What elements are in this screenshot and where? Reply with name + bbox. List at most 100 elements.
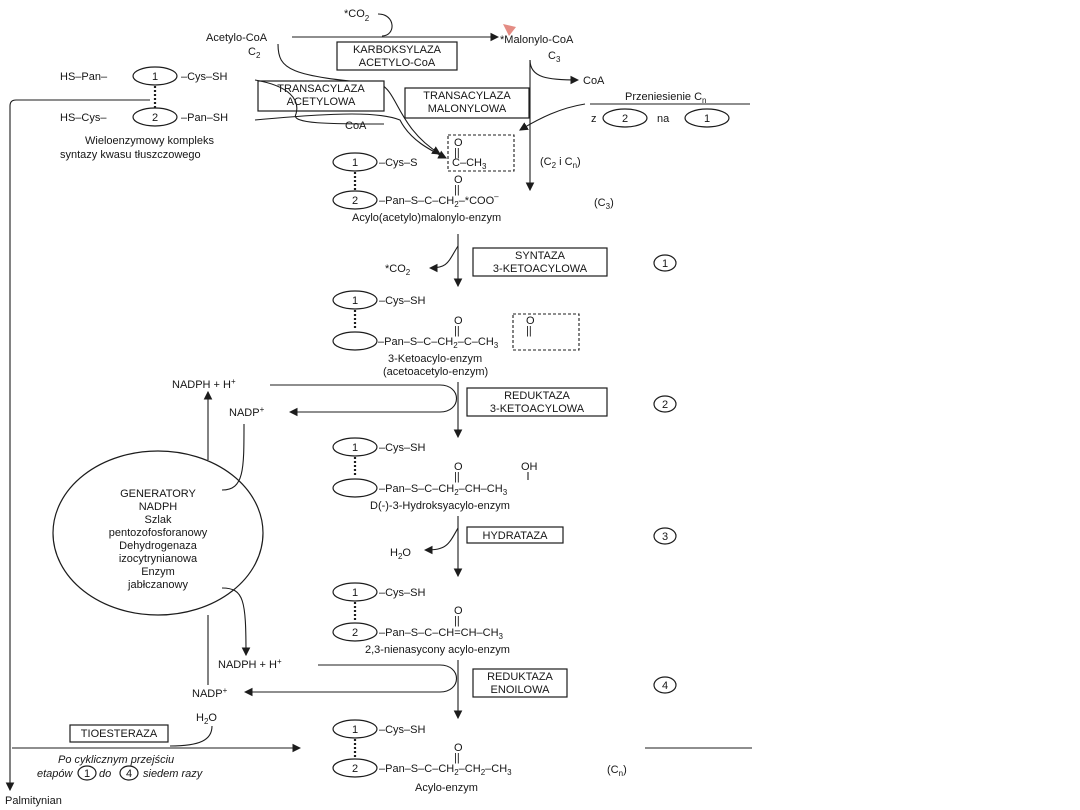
transfer-from-circle [602, 108, 648, 128]
generator-line2: NADPH [139, 501, 178, 513]
keto-dashed-box [512, 313, 580, 351]
step2-number-circle [653, 395, 677, 413]
keto-carbonyl1-o: O [454, 315, 463, 327]
hydroxy-circle-1-number: 1 [352, 442, 358, 454]
hydroxy-carbonyl-o: O [454, 461, 463, 473]
cycle-note-number-1: 1 [84, 768, 90, 780]
hydroxy-name: D(-)-3-Hydroksyacylo-enzym [370, 500, 510, 512]
transfer-z-label: z [591, 113, 597, 125]
complex-hs-pan: HS–Pan– [60, 71, 108, 83]
generator-line7: Enzym [141, 566, 175, 578]
coa-left-label: CoA [345, 120, 367, 132]
acyl-carbonyl-o: O [454, 137, 463, 149]
enoyl-circle-1 [332, 582, 378, 602]
h2o-release-arrow [423, 527, 459, 555]
final-circle-2 [332, 758, 378, 778]
palmitate-label: Palmitynian [5, 795, 62, 807]
cycle-note-do: do [99, 768, 111, 780]
step1-number: 1 [662, 258, 668, 270]
step3-enzyme-box [466, 526, 564, 544]
enoyl-circle-2-number: 2 [352, 627, 358, 639]
acyl-c2-cn: (C2 i Cn) [540, 156, 581, 170]
cycle-note-siedem: siedem razy [143, 768, 204, 780]
generator-to-nadph2-arrow [221, 587, 251, 657]
malonyl-to-coa-arrow [529, 59, 580, 85]
step3-number-circle [653, 527, 677, 545]
carboxylase-box [336, 41, 458, 71]
enoyl-cys-sh: –Cys–SH [379, 587, 426, 599]
carboxylase-line2: ACETYLO-CoA [359, 57, 436, 69]
malonyl-c3-label: C3 [548, 50, 561, 64]
step2-nadp: NADP+ [229, 405, 265, 419]
step2-nadph: NADPH + H+ [172, 377, 236, 391]
generator-line3: Szlak [145, 514, 172, 526]
final-circle-1-number: 1 [352, 724, 358, 736]
generator-line6: izocytrynianowa [119, 553, 198, 565]
step2-number: 2 [662, 399, 668, 411]
keto-name-line1: 3-Ketoacylo-enzym [388, 353, 482, 365]
malonyl-transacylase-line1: TRANSACYLAZA [423, 90, 511, 102]
step1-enzyme-line2: 3-KETOACYLOWA [493, 263, 588, 275]
enoyl-circle-2 [332, 622, 378, 642]
malonyl-chain-text: –Pan–S–C–CH2–*COO– [379, 192, 499, 209]
complex-subunit-2-number: 2 [152, 112, 158, 124]
transfer-na-label: na [657, 113, 670, 125]
hydroxy-oh: OH [521, 461, 538, 473]
complex-subunit-2 [132, 107, 178, 127]
h2o-to-thioesterase-line [169, 725, 213, 747]
cycle-note-line1: Po cyklicznym przejściu [58, 754, 174, 766]
acyl-malonyl-name: Acylo(acetylo)malonylo-enzym [352, 212, 501, 224]
step4-enzyme-line2: ENOILOWA [491, 684, 551, 696]
enoyl-carbonyl-o: O [454, 605, 463, 617]
final-chain-text: –Pan–S–C–CH2–CH2–CH3 [379, 763, 512, 777]
enoyl-circle-1-number: 1 [352, 587, 358, 599]
acetyl-transacylase-line2: ACETYLOWA [287, 96, 356, 108]
step4-number-circle [653, 676, 677, 694]
generator-line1: GENERATORY [120, 488, 196, 500]
step4-enzyme-line1: REDUKTAZA [487, 671, 553, 683]
cycle-note-etapow: etapów [37, 768, 74, 780]
coa-right-label: CoA [583, 75, 605, 87]
cycle-return-arrow [5, 99, 150, 792]
cycle-note-circle-4 [119, 765, 139, 781]
step2-enzyme-line1: REDUKTAZA [504, 390, 570, 402]
acyl-malonyl-circle-2-number: 2 [352, 195, 358, 207]
acyl-malonyl-circle-1-number: 1 [352, 157, 358, 169]
transfer-arrow [519, 103, 586, 131]
keto-carbonyl1-bond: || [454, 325, 460, 337]
final-carbonyl-bond: || [454, 752, 460, 764]
step4-nadph: NADPH + H+ [218, 657, 282, 671]
final-circle-1 [332, 719, 378, 739]
keto-carbonyl2-o: O [526, 315, 535, 327]
complex-subunit-1-number: 1 [152, 71, 158, 83]
step4-nadph-loop [243, 664, 457, 697]
hydroxy-chain-text: –Pan–S–C–CH2–CH–CH3 [379, 483, 508, 497]
malonyl-carbonyl-o: O [454, 174, 463, 186]
malonyl-carbonyl-bond: || [454, 184, 460, 196]
keto-circle-1-number: 1 [352, 295, 358, 307]
final-name: Acylo-enzym [415, 782, 478, 794]
step2-enzyme-box [466, 387, 608, 417]
keto-cys-sh: –Cys–SH [379, 295, 426, 307]
final-cys-sh: –Cys–SH [379, 724, 426, 736]
malonyl-coa-label: *Malonylo-CoA [500, 34, 574, 46]
acyl-carbonyl-bond: || [454, 147, 460, 159]
nadp-to-generator-line [221, 423, 245, 491]
complex-to-enzyme-arrow [254, 113, 447, 159]
acyl-malonyl-cys-s: –Cys–S [379, 157, 418, 169]
thioesterase-box [69, 724, 169, 743]
final-carbonyl-o: O [454, 742, 463, 754]
complex-pan-sh: –Pan–SH [181, 112, 228, 124]
acyl-group-dashed-box [447, 134, 515, 172]
step2-nadph-loop [270, 384, 457, 417]
step1-number-circle [653, 254, 677, 272]
transfer-label: Przeniesienie Cn [625, 91, 707, 105]
step1-enzyme-line1: SYNTAZA [515, 250, 566, 262]
acyl-malonyl-circle-2 [332, 190, 378, 210]
cycle-note-number-4: 4 [126, 768, 132, 780]
final-circle-2-number: 2 [352, 763, 358, 775]
keto-chain-text: –Pan–S–C–CH2–C–CH3 [378, 336, 499, 350]
acyl-group-text: C–CH3 [452, 157, 487, 171]
complex-to-coa-curve [254, 79, 385, 125]
